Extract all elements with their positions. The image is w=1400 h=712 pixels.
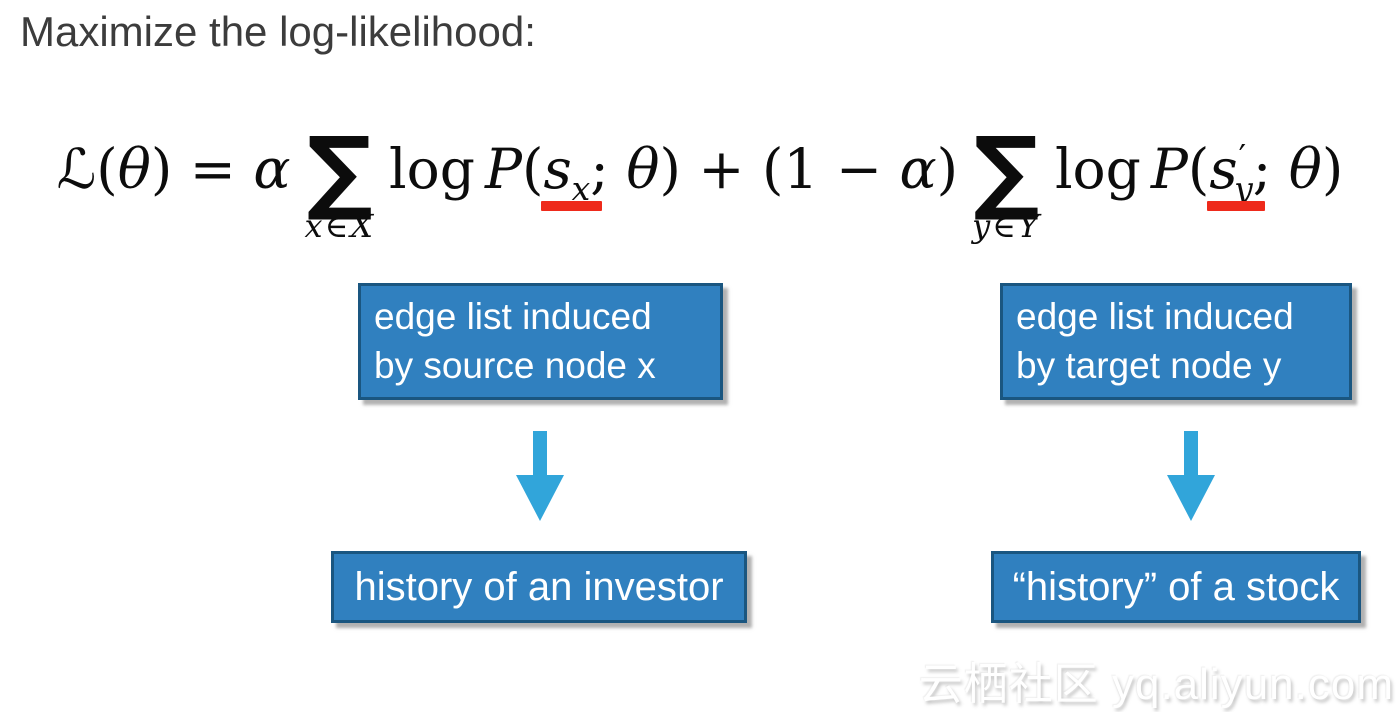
sigma-icon: ∑	[973, 116, 1040, 224]
down-arrow-icon	[516, 431, 564, 521]
callout-history-stock: “history” of a stock	[991, 551, 1361, 623]
callout-line: history of an investor	[354, 564, 724, 609]
theta: θ	[117, 137, 151, 202]
sum-x-subscript: x∈X	[304, 206, 376, 245]
formula-lhs: ℒ(θ) = α	[56, 137, 291, 202]
sigma-icon: ∑	[306, 116, 373, 224]
s-x-underlined: sx	[541, 137, 603, 212]
log-operator: log	[1054, 137, 1141, 202]
prime-mark: ′	[1238, 137, 1247, 177]
alpha: α	[899, 137, 937, 202]
watermark: 云栖社区 yq.aliyun.com	[918, 660, 1394, 709]
sum-over-x: ∑ x∈X	[304, 116, 376, 245]
page-title: Maximize the log-likelihood:	[20, 8, 536, 55]
sum-y-subscript: y∈Y	[972, 206, 1041, 245]
log-operator: log	[389, 137, 475, 202]
down-arrow-icon	[1167, 431, 1215, 521]
red-underline-left	[541, 201, 603, 212]
callout-line: edge list induced	[374, 296, 652, 338]
alpha: α	[253, 137, 291, 202]
callout-line: by source node x	[374, 344, 656, 386]
sum-over-y: ∑ y∈Y	[972, 116, 1041, 245]
callout-history-investor: history of an investor	[331, 551, 747, 623]
callout-line: by target node y	[1016, 344, 1282, 386]
callout-line: “history” of a stock	[1012, 564, 1340, 609]
callout-edge-list-target: edge list induced by target node y	[1000, 283, 1352, 400]
callout-edge-list-source: edge list induced by source node x	[358, 283, 723, 400]
script-L: ℒ	[56, 137, 97, 202]
callout-line: edge list induced	[1016, 296, 1294, 338]
theta: θ	[1288, 137, 1322, 202]
red-underline-right	[1207, 201, 1265, 212]
s-y-underlined: s′y	[1207, 137, 1265, 212]
theta: θ	[626, 137, 660, 202]
subscript-y: y	[1234, 169, 1253, 209]
subscript-x: x	[571, 169, 591, 209]
